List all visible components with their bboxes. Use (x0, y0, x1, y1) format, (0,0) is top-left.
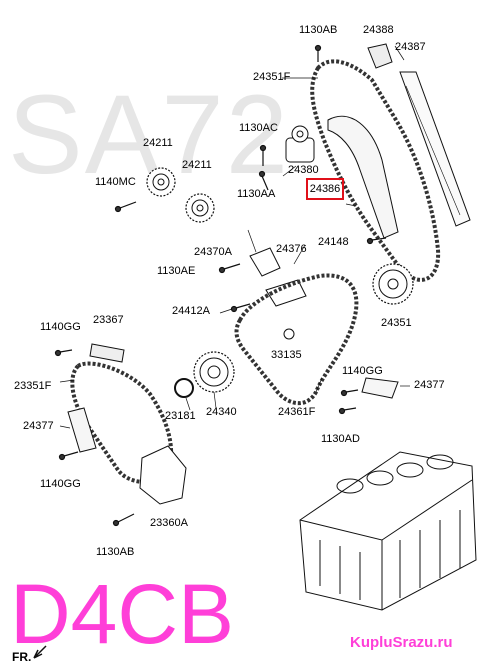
sprocket-24211-b (185, 193, 215, 223)
label-23181: 23181 (165, 410, 196, 422)
label-1140GG-b: 1140GG (342, 365, 383, 377)
label-24211-a: 24211 (143, 137, 173, 149)
sprocket-24340 (193, 351, 235, 393)
label-24387: 24387 (395, 41, 426, 53)
front-direction-label: FR. (12, 650, 32, 664)
guide-23367 (89, 343, 125, 363)
label-24361F: 24361F (278, 406, 316, 418)
label-1140GG-c: 1140GG (40, 478, 81, 490)
sprocket-24351 (372, 263, 414, 305)
label-24148: 24148 (318, 236, 349, 248)
label-23351F: 23351F (14, 380, 52, 392)
label-24376: 24376 (276, 243, 307, 255)
label-1130AB-top: 1130AB (299, 24, 338, 36)
label-24377-left: 24377 (23, 420, 54, 432)
label-1130AA: 1130AA (237, 188, 276, 200)
leader-lines (59, 45, 410, 429)
label-1140MC: 1140MC (95, 176, 136, 188)
label-24380: 24380 (288, 164, 319, 176)
engine-block (299, 451, 477, 611)
site-watermark: KupluSrazu.ru (350, 634, 453, 651)
label-24351F: 24351F (253, 71, 291, 83)
guide-24377-left (67, 407, 97, 453)
upper-chain (310, 59, 441, 282)
engine-code: D4CB (10, 567, 235, 661)
label-1130AC: 1130AC (239, 122, 278, 134)
label-1130AB-bottom: 1130AB (96, 546, 135, 558)
tensioner-24380 (285, 125, 315, 163)
bolt-group (54, 44, 387, 527)
label-24388: 24388 (363, 24, 394, 36)
part-24388 (367, 43, 393, 69)
label-24370A: 24370A (194, 246, 232, 258)
front-arrow (33, 645, 47, 659)
label-24377-right: 24377 (414, 379, 445, 391)
label-1130AE: 1130AE (157, 265, 196, 277)
guide-24377-right (361, 377, 399, 399)
lower-chain (234, 273, 359, 405)
label-24412A: 24412A (172, 305, 210, 317)
guide-lever (265, 279, 307, 307)
tensioner-24376 (249, 247, 281, 277)
label-23360A: 23360A (150, 517, 188, 529)
guide-24387 (399, 71, 471, 227)
balance-module-23360A (139, 445, 187, 505)
label-24351: 24351 (381, 317, 412, 329)
label-24211-b: 24211 (182, 159, 212, 171)
label-24340: 24340 (206, 406, 237, 418)
label-1140GG-a: 1140GG (40, 321, 81, 333)
label-33135: 33135 (271, 349, 302, 361)
label-24386-highlighted[interactable]: 24386 (306, 178, 344, 200)
sprocket-24211-a (146, 167, 176, 197)
label-1130AD: 1130AD (321, 433, 360, 445)
tensioner-arm-24386 (327, 115, 399, 239)
label-23367: 23367 (93, 314, 124, 326)
seal-23181 (174, 378, 194, 398)
